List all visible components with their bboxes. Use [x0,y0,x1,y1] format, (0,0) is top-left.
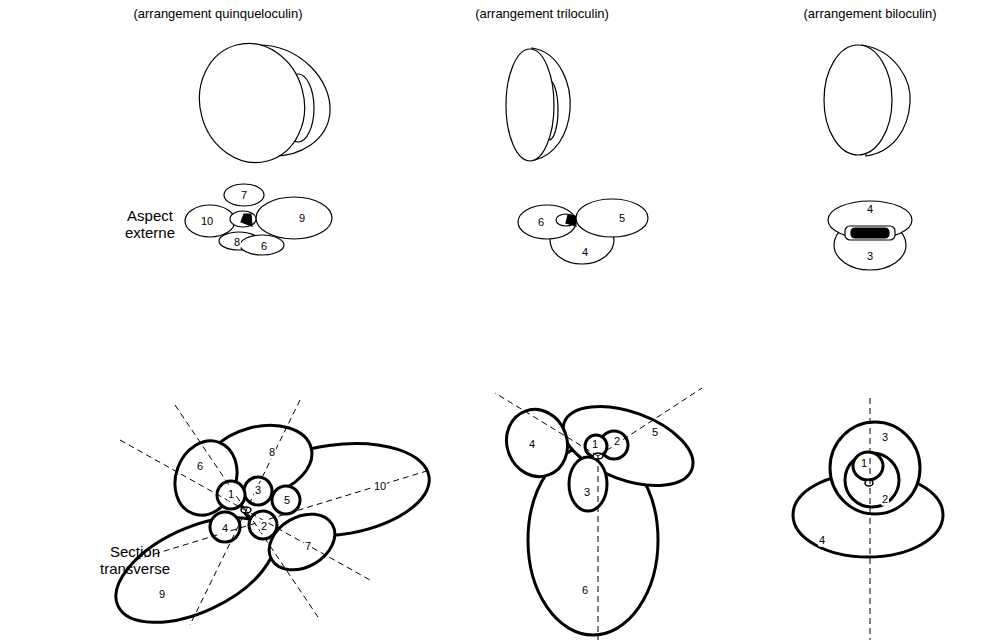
outline-part [598,388,702,456]
outline-part [853,452,883,480]
outline-part [210,512,240,542]
triloculin-section [497,391,703,635]
outline-part [556,214,576,226]
outline-part [518,205,576,239]
chamber-number: 5 [283,494,291,507]
outline-part [241,214,252,226]
chamber-number: 5 [618,212,626,225]
chamber-number: 8 [268,446,276,459]
chamber-number: 1 [591,438,599,451]
chamber-number: 3 [254,484,262,497]
chamber-number: 2 [881,493,889,506]
chamber-number: 2 [260,520,268,533]
chamber-number: 3 [881,431,889,444]
row-heading: Aspect externe [115,207,185,242]
chamber-number: 7 [240,189,248,202]
outline-part [240,235,284,255]
outline-part [185,205,235,237]
biloculin-axis [870,398,871,640]
chamber-number: 8 [233,236,241,249]
chamber-number: 10 [200,215,214,228]
chamber-number: 6 [581,584,589,597]
quinqueloculin-section [100,414,435,641]
outline-part [830,422,920,514]
outline-part [224,184,264,206]
chamber-number: 1 [860,457,868,470]
chamber-number: 4 [528,438,536,451]
chamber-number: 3 [866,250,874,263]
chamber-number: 2 [613,435,621,448]
biloculin-apertural-view [828,201,912,270]
triloculin-axes [495,388,702,640]
quinqueloculin-side-view [186,32,330,175]
chamber-number: 3 [583,486,591,499]
outline-part [230,211,256,227]
chamber-number: 4 [221,522,229,535]
triloculin-side-view [506,48,570,161]
outline-part [497,401,577,485]
outline-part [845,226,895,240]
quinqueloculin-axes [120,400,430,625]
outline-part [828,201,912,239]
triloculin-apertural-view [518,199,648,264]
outline-part [569,457,607,511]
outline-part [851,228,889,238]
chamber-number: 4 [581,246,589,259]
outline-part [175,405,320,620]
column-heading: (arrangement biloculin) [804,7,937,22]
quinqueloculin-apertural-view [185,184,332,255]
chamber-number: 6 [260,240,268,253]
outline-part [506,49,554,161]
outline-part [870,398,871,640]
outline-part [165,432,247,524]
outline-part [566,215,576,226]
outline-part [190,400,300,625]
outline-part [256,197,332,239]
outline-part [824,45,892,155]
outline-part [135,470,430,560]
outline-part [845,453,899,507]
chamber-number: 5 [651,426,659,439]
chamber-number: 4 [818,534,826,547]
outline-part [186,32,318,175]
chamber-number: 1 [227,488,235,501]
chamber-number: 9 [158,588,166,601]
row-heading: Section transverse [95,543,175,578]
biloculin-section [793,422,943,557]
outline-part [598,456,599,640]
outline-part [576,199,648,237]
chamber-number: 6 [537,216,545,229]
column-heading: (arrangement quinqueloculin) [133,7,302,22]
outline-part [244,477,272,505]
column-heading: (arrangement triloculin) [475,7,609,22]
chamber-number: 10 [373,480,387,493]
outline-part [272,486,300,514]
outline-part [217,481,245,509]
chamber-number: 6 [196,460,204,473]
outline-part [495,393,598,456]
chamber-number: 7 [304,540,312,553]
chamber-number: 9 [298,212,306,225]
biloculin-side-view [824,45,910,156]
chamber-number: 4 [866,203,874,216]
outline-part [865,480,873,486]
